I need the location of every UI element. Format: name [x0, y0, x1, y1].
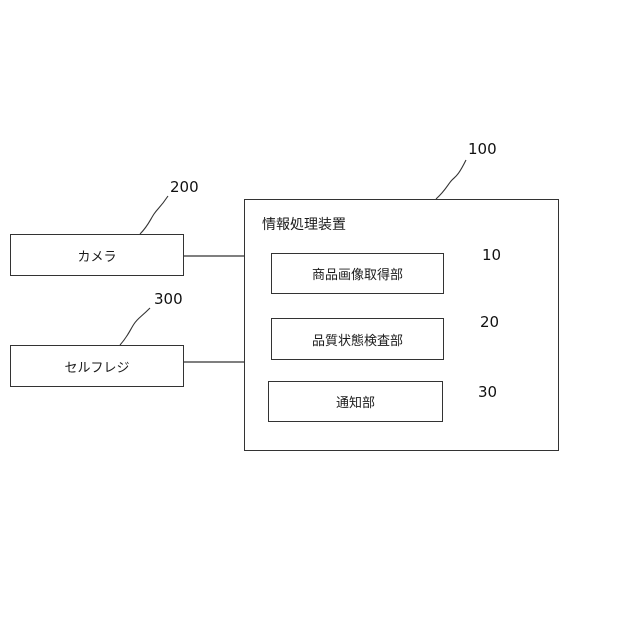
notification-unit-label: 通知部 — [269, 382, 442, 421]
info-device-ref: 100 — [468, 140, 497, 158]
self-register-label: セルフレジ — [11, 346, 183, 386]
quality-inspection-unit-label: 品質状態検査部 — [272, 319, 443, 359]
leader-300 — [120, 308, 150, 345]
image-acquisition-unit-box: 商品画像取得部 — [271, 253, 444, 294]
camera-label: カメラ — [11, 235, 183, 275]
leader-200 — [140, 196, 168, 234]
camera-box: カメラ — [10, 234, 184, 276]
leader-100 — [436, 160, 466, 199]
quality-inspection-unit-ref: 20 — [480, 313, 499, 331]
info-device-title: 情報処理装置 — [262, 214, 346, 234]
image-acquisition-unit-ref: 10 — [482, 246, 501, 264]
quality-inspection-unit-box: 品質状態検査部 — [271, 318, 444, 360]
self-register-ref: 300 — [154, 290, 183, 308]
image-acquisition-unit-label: 商品画像取得部 — [272, 254, 443, 293]
self-register-box: セルフレジ — [10, 345, 184, 387]
notification-unit-box: 通知部 — [268, 381, 443, 422]
notification-unit-ref: 30 — [478, 383, 497, 401]
camera-ref: 200 — [170, 178, 199, 196]
